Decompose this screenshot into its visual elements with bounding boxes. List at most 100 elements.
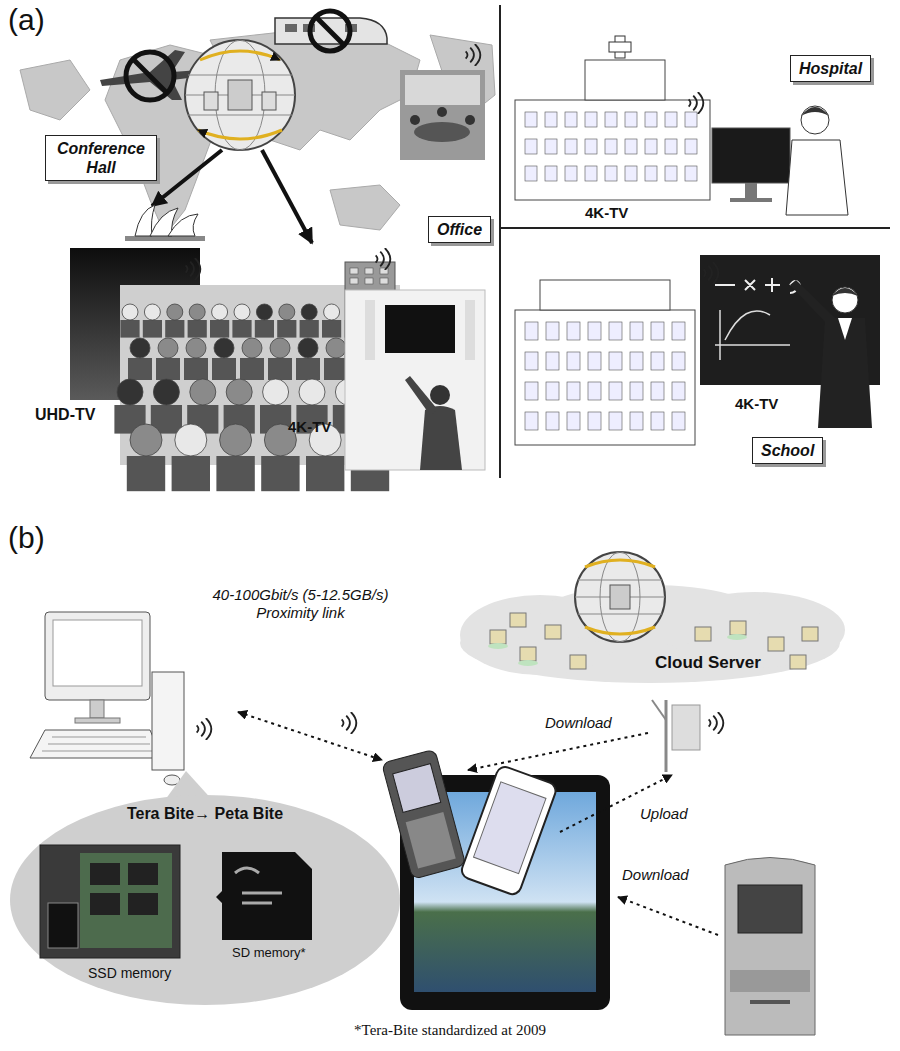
hospital-windows-part	[585, 166, 597, 181]
school-windows-part	[546, 382, 559, 400]
meeting-photo-part	[414, 122, 470, 142]
audience-photo-part	[120, 320, 139, 338]
audience-photo-part	[212, 304, 228, 320]
cloud-shape	[450, 585, 855, 690]
train-banned	[275, 11, 387, 51]
globe-arrows-part	[262, 150, 312, 243]
opera-house-part	[168, 214, 198, 236]
text-label: Download	[545, 714, 612, 732]
audience-photo-part	[270, 338, 290, 358]
train-banned-part	[275, 18, 387, 44]
hospital-scene-part	[745, 183, 757, 198]
hospital-windows-part	[685, 166, 697, 181]
globe-network-part	[185, 40, 295, 150]
cloud-shape-part-part	[695, 627, 711, 641]
kiosk-part	[738, 885, 802, 933]
office-scene-part	[430, 385, 450, 405]
audience-photo-part	[184, 358, 208, 380]
cloud-shape-part-part	[488, 643, 508, 649]
office-windows-part	[365, 268, 373, 274]
audience-photo-part	[299, 379, 325, 405]
school-scene	[515, 255, 880, 445]
hospital-windows-part	[685, 112, 697, 127]
audience-photo-part	[298, 338, 318, 358]
school-windows-part	[567, 412, 580, 430]
bubble-shape-part	[10, 795, 400, 1005]
globe-arrows-part	[152, 150, 222, 206]
school-windows-part	[672, 382, 685, 400]
globe-network-part	[200, 51, 280, 60]
dotted-arrows-part	[468, 733, 648, 770]
school-scene-part	[715, 310, 790, 360]
office-scene-part	[365, 300, 375, 360]
school-windows-part	[609, 412, 622, 430]
school-windows-part	[546, 412, 559, 430]
airplane-banned-part	[126, 52, 174, 100]
text-label: 4K-TV	[585, 204, 628, 222]
label-holder: Download	[545, 714, 612, 732]
audience-photo-part	[268, 358, 292, 380]
school-scene-part	[832, 288, 858, 296]
tablet-and-phones-part-part	[406, 812, 456, 868]
school-windows-part	[672, 322, 685, 340]
globe-network	[185, 40, 295, 150]
school-windows-part	[651, 322, 664, 340]
tablet-and-phones-part-part	[382, 749, 466, 879]
cloud-shape-part-part	[730, 621, 746, 635]
label-box: Conference Hall	[45, 135, 157, 181]
bubble-shape-part	[48, 903, 78, 948]
hospital-windows-part	[585, 139, 597, 154]
bubble-shape-part	[128, 893, 158, 915]
meeting-photo-part	[437, 107, 447, 117]
label-box: Office	[428, 216, 491, 243]
label-box: School	[752, 437, 823, 464]
world-map-part	[330, 185, 400, 230]
school-windows-part	[630, 382, 643, 400]
audience-photo-part	[130, 338, 150, 358]
tablet-and-phones-part-part	[474, 782, 546, 874]
school-windows-part	[651, 382, 664, 400]
office-scene-part	[465, 300, 475, 360]
node-text: Hospital	[799, 59, 862, 78]
school-windows-part	[630, 412, 643, 430]
school-windows-part	[588, 322, 601, 340]
dotted-arrows-part	[560, 775, 672, 832]
cloud-shape-part-part	[570, 655, 586, 669]
node-text: Tera Bite→ Peta Bite	[10, 793, 400, 823]
desktop-pc-part	[53, 620, 142, 686]
school-scene-part	[515, 310, 695, 445]
audience-photo-part	[226, 379, 252, 405]
cloud-shape-part	[585, 627, 655, 634]
globe-network-part	[204, 92, 218, 110]
hospital-windows-part	[685, 139, 697, 154]
school-windows-part	[567, 382, 580, 400]
audience-photo-part	[167, 304, 183, 320]
wireless-icons-part	[342, 712, 357, 734]
kiosk-part	[730, 970, 810, 992]
school-windows-part	[630, 322, 643, 340]
school-windows-part	[672, 412, 685, 430]
airplane-banned-part	[133, 59, 167, 93]
audience-photo-part	[306, 456, 344, 491]
kiosk-part	[750, 1000, 790, 1004]
school-scene-part	[540, 280, 670, 310]
hospital-windows-part	[525, 166, 537, 181]
meeting-photo-part	[400, 70, 485, 160]
label-holder: (b)	[8, 520, 45, 556]
tablet-and-phones-part-part	[393, 764, 441, 813]
audience-photo-part	[261, 456, 299, 491]
audience-photo-part	[143, 320, 162, 338]
tablet-and-phones-part-part	[459, 765, 558, 897]
audience-photo-part	[153, 379, 179, 405]
text-label: 40-100Gbit/s (5-12.5GB/s) Proximity link	[188, 586, 413, 622]
train-banned-part	[285, 24, 297, 32]
divider-lines-part	[499, 5, 501, 478]
divider-lines	[500, 5, 890, 478]
audience-photo-part	[277, 320, 296, 338]
hospital-scene-part	[786, 140, 848, 215]
hospital-windows-part	[645, 139, 657, 154]
school-windows-part	[651, 352, 664, 370]
bubble-shape-part	[90, 863, 120, 885]
audience-photo-part	[255, 320, 274, 338]
office-windows-part	[365, 278, 373, 284]
